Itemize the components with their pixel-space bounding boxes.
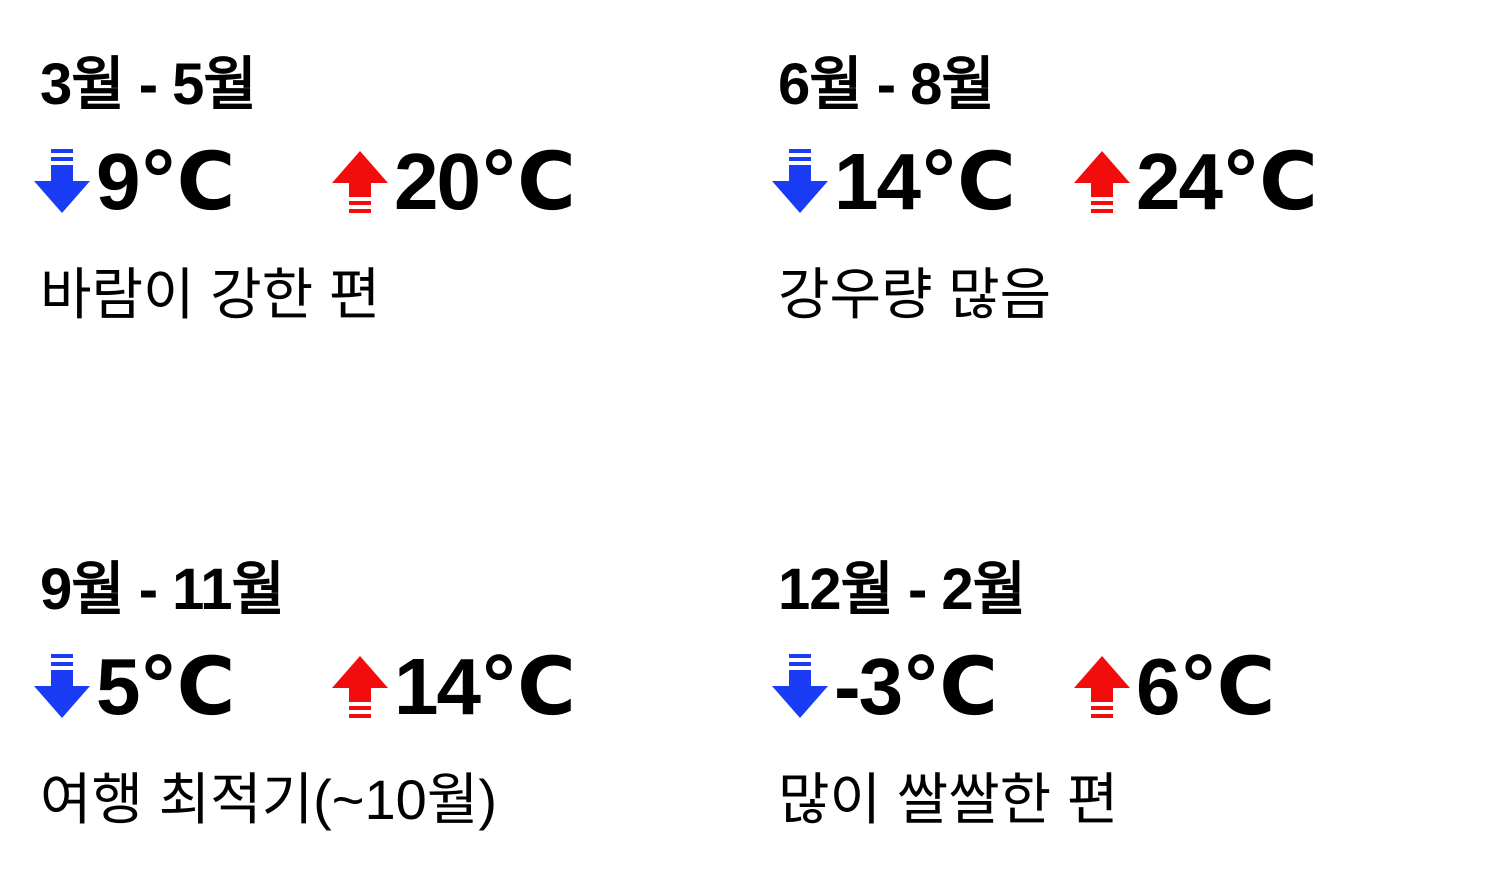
arrow-down-icon [34, 149, 90, 213]
arrow-up-icon [332, 656, 388, 718]
season-card-spring: 3월 - 5월 9℃ 20℃ 바람이 강한 편 [32, 50, 732, 350]
season-note: 바람이 강한 편 [40, 263, 381, 326]
low-temperature: 9℃ [32, 137, 235, 226]
arrow-down-icon [772, 149, 828, 213]
high-temperature: 20℃ [330, 137, 576, 226]
high-temperature-value: 20℃ [394, 137, 576, 226]
high-temperature: 6℃ [1072, 642, 1275, 731]
low-temperature: 5℃ [32, 642, 235, 731]
high-temperature-value: 6℃ [1136, 642, 1275, 731]
arrow-down-icon [772, 654, 828, 718]
season-period: 3월 - 5월 [40, 52, 257, 117]
high-temperature: 14℃ [330, 642, 576, 731]
low-temperature-value: 5℃ [96, 642, 235, 731]
arrow-up-icon [332, 151, 388, 213]
arrow-down-icon [34, 654, 90, 718]
season-card-winter: 12월 - 2월 -3℃ 6℃ 많이 쌀쌀한 편 [770, 555, 1470, 855]
season-period: 6월 - 8월 [778, 52, 995, 117]
season-card-summer: 6월 - 8월 14℃ 24℃ 강우량 많음 [770, 50, 1470, 350]
arrow-up-icon [1074, 151, 1130, 213]
season-note: 여행 최적기(~10월) [40, 768, 497, 831]
season-period: 9월 - 11월 [40, 557, 285, 622]
low-temperature-value: 9℃ [96, 137, 235, 226]
season-period: 12월 - 2월 [778, 557, 1026, 622]
season-note: 많이 쌀쌀한 편 [778, 768, 1119, 831]
low-temperature-value: -3℃ [834, 642, 998, 731]
season-card-autumn: 9월 - 11월 5℃ 14℃ 여행 최적기(~10월) [32, 555, 732, 855]
season-note: 강우량 많음 [778, 263, 1052, 326]
low-temperature: -3℃ [770, 642, 998, 731]
high-temperature-value: 24℃ [1136, 137, 1318, 226]
high-temperature: 24℃ [1072, 137, 1318, 226]
arrow-up-icon [1074, 656, 1130, 718]
low-temperature: 14℃ [770, 137, 1016, 226]
low-temperature-value: 14℃ [834, 137, 1016, 226]
high-temperature-value: 14℃ [394, 642, 576, 731]
